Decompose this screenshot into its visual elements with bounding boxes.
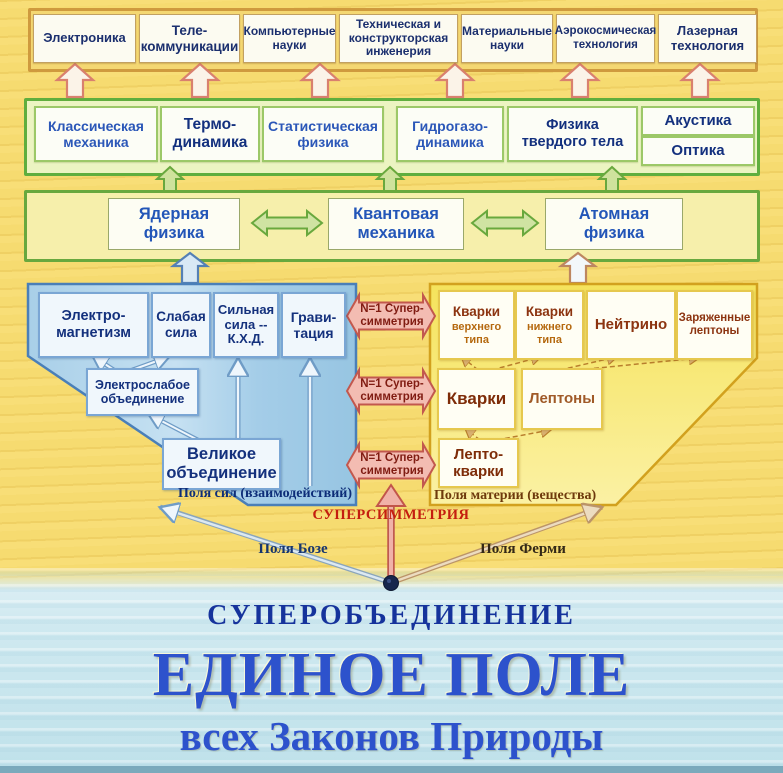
- classical-box-acoustics: Акустика: [641, 106, 755, 136]
- n1-susy-label: N=1 Супер- симметрия: [360, 378, 424, 403]
- applied-label: Электроника: [43, 30, 126, 46]
- water-background: [0, 568, 783, 773]
- applied-box-electronics: Электроника: [33, 14, 136, 63]
- classical-box-statistical: Статистическая физика: [262, 106, 384, 162]
- unified-field-title: ЕДИНОЕ ПОЛЕ: [152, 641, 631, 709]
- force-label: Электрослабое объединение: [95, 377, 190, 406]
- applied-box-engineering: Техническая и конструкторская инженерия: [339, 14, 458, 63]
- classical-label: Статистическая физика: [268, 117, 378, 150]
- applied-label: Теле- коммуникации: [140, 22, 239, 54]
- classical-label: Акустика: [664, 112, 732, 130]
- superunification-title: СУПЕРОБЪЕДИНЕНИЕ: [207, 600, 576, 631]
- matter-sublabel: нижнего типа: [526, 321, 573, 346]
- force-fields-caption: Поля сил (взаимодействий): [178, 486, 352, 501]
- quantum-label: Квантовая механика: [353, 205, 439, 242]
- classical-box-hydrodynamics: Гидрогазо- динамика: [396, 106, 504, 162]
- matter-label: Заряженные лептоны: [678, 311, 751, 337]
- classical-label: Гидрогазо- динамика: [412, 117, 488, 150]
- applied-label: Лазерная технология: [670, 22, 745, 53]
- force-box-gravity: Грави- тация: [281, 292, 346, 358]
- leptoquarks-box: Лепто- кварки: [438, 438, 519, 488]
- applied-label: Аэрокосмическая технология: [554, 25, 657, 51]
- force-box-strong-qcd: Сильная сила -- К.Х.Д.: [213, 292, 279, 358]
- matter-label: Кварки: [452, 303, 501, 319]
- quantum-box-nuclear: Ядерная физика: [108, 198, 240, 250]
- force-label: Грави- тация: [290, 308, 337, 341]
- applied-box-computer-science: Компьютерные науки: [243, 14, 336, 63]
- force-box-electromagnetism: Электро- магнетизм: [38, 292, 149, 358]
- classical-box-mechanics: Классическая механика: [34, 106, 158, 162]
- force-label: Электро- магнетизм: [56, 308, 131, 341]
- classical-label: Термо- динамика: [172, 116, 248, 151]
- fermi-fields-label: Поля Ферми: [480, 541, 566, 557]
- matter-box-up-quarks: Кварки верхнего типа: [438, 290, 515, 360]
- leptons-box: Лептоны: [521, 368, 603, 430]
- matter-label: Нейтрино: [594, 316, 668, 334]
- force-label: Сильная сила -- К.Х.Д.: [217, 301, 275, 347]
- classical-label: Оптика: [671, 142, 725, 160]
- classical-label: Физика твердого тела: [521, 117, 624, 150]
- classical-box-optics: Оптика: [641, 136, 755, 166]
- bottom-edge-strip: [0, 766, 783, 773]
- applied-box-laser: Лазерная технология: [658, 14, 757, 63]
- matter-label: Кварки: [525, 303, 574, 319]
- classical-box-thermodynamics: Термо- динамика: [160, 106, 260, 162]
- matter-label: Лептоны: [528, 390, 596, 408]
- quantum-box-quantum-mechanics: Квантовая механика: [328, 198, 464, 250]
- n1-susy-label: N=1 Супер- симметрия: [360, 452, 424, 477]
- n1-susy-label: N=1 Супер- симметрия: [360, 303, 424, 328]
- quantum-label: Атомная физика: [578, 205, 650, 242]
- applied-box-aerospace: Аэрокосмическая технология: [554, 14, 657, 63]
- applied-box-telecom: Теле- коммуникации: [139, 14, 240, 63]
- grand-unification-box: Великое объединение: [162, 438, 281, 490]
- matter-sublabel: верхнего типа: [451, 321, 502, 346]
- supersymmetry-label: СУПЕРСИММЕТРИЯ: [312, 507, 470, 523]
- unified-field-subtitle: всех Законов Природы: [179, 713, 604, 759]
- force-label: Слабая сила: [156, 309, 206, 340]
- quantum-label: Ядерная физика: [138, 205, 210, 242]
- matter-label: Лепто- кварки: [453, 445, 504, 480]
- matter-box-neutrino: Нейтрино: [586, 290, 676, 360]
- bose-fields-label: Поля Бозе: [258, 541, 328, 557]
- classical-label: Классическая механика: [48, 117, 144, 150]
- force-box-weak: Слабая сила: [151, 292, 211, 358]
- applied-box-materials: Материальные науки: [461, 14, 553, 63]
- matter-label: Кварки: [446, 389, 507, 409]
- electroweak-unification-box: Электрослабое объединение: [86, 368, 199, 416]
- matter-box-charged-leptons: Заряженные лептоны: [676, 290, 753, 360]
- force-label: Великое объединение: [166, 445, 277, 482]
- applied-label: Материальные науки: [462, 23, 552, 52]
- quantum-box-atomic: Атомная физика: [545, 198, 683, 250]
- applied-label: Техническая и конструкторская инженерия: [348, 16, 449, 59]
- quarks-box: Кварки: [437, 368, 516, 430]
- classical-box-solid-state: Физика твердого тела: [507, 106, 638, 162]
- matter-fields-caption: Поля материи (вещества): [434, 488, 597, 503]
- matter-box-down-quarks: Кварки нижнего типа: [515, 290, 584, 360]
- applied-label: Компьютерные науки: [243, 23, 336, 52]
